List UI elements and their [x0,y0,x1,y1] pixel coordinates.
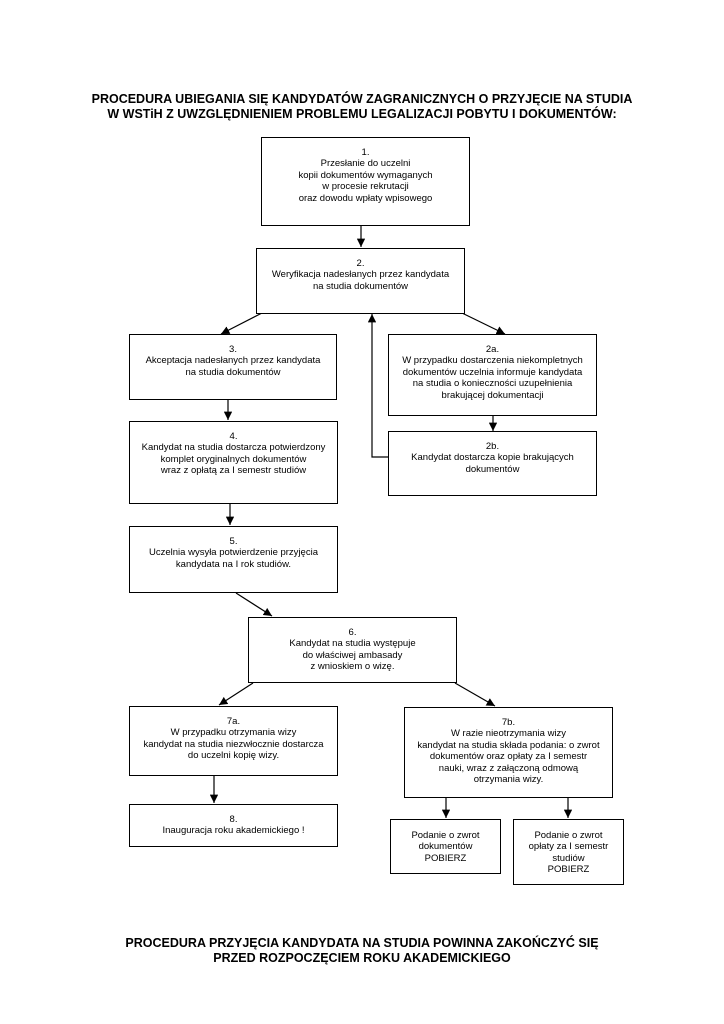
step-7b-number: 7b. [501,717,516,728]
step-5-box: 5. Uczelnia wysyła potwierdzenie przyjęc… [129,526,338,593]
refund-documents-request-link[interactable]: Podanie o zwrot dokumentów POBIERZ [411,830,480,864]
title-line-1: PROCEDURA UBIEGANIA SIĘ KANDYDATÓW ZAGRA… [91,92,633,106]
step-2-number: 2. [356,258,365,269]
step-3-text: Akceptacja nadesłanych przez kandydata n… [145,355,321,378]
arrow-6-to-7b [454,682,496,707]
arrow-5-to-6 [235,592,273,617]
step-8-text: Inauguracja roku akademickiego ! [162,825,305,837]
refund-documents-request-box[interactable]: Podanie o zwrot dokumentów POBIERZ [390,819,501,874]
footer-note: PROCEDURA PRZYJĘCIA KANDYDATA NA STUDIA … [40,936,684,966]
step-5-text: Uczelnia wysyła potwierdzenie przyjęcia … [149,547,318,570]
step-6-number: 6. [348,627,357,638]
step-1-box: 1. Przesłanie do uczelni kopii dokumentó… [261,137,470,226]
step-7a-text: W przypadku otrzymania wizy kandydat na … [143,727,324,762]
step-7b-box: 7b. W razie nieotrzymania wizy kandydat … [404,707,613,798]
arrow-2-to-3 [220,312,263,335]
step-2b-text: Kandydat dostarcza kopie brakujących dok… [411,452,574,475]
arrow-2-to-2a [461,312,506,335]
step-1-text: Przesłanie do uczelni kopii dokumentów w… [298,158,433,204]
step-2b-box: 2b. Kandydat dostarcza kopie brakujących… [388,431,597,496]
step-6-box: 6. Kandydat na studia występuje do właśc… [248,617,457,683]
step-1-number: 1. [361,147,370,158]
footer-line-1: PROCEDURA PRZYJĘCIA KANDYDATA NA STUDIA … [125,936,599,950]
step-5-number: 5. [229,536,238,547]
step-7a-number: 7a. [226,716,241,727]
step-6-text: Kandydat na studia występuje do właściwe… [289,638,416,673]
step-2a-number: 2a. [485,344,500,355]
step-2-text: Weryfikacja nadesłanych przez kandydata … [271,269,450,292]
refund-fee-request-box[interactable]: Podanie o zwrot opłaty za I semestr stud… [513,819,624,885]
title-line-2: W WSTiH Z UWZGLĘDNIENIEM PROBLEMU LEGALI… [107,107,617,121]
step-7b-text: W razie nieotrzymania wizy kandydat na s… [417,728,600,786]
refund-fee-request-link[interactable]: Podanie o zwrot opłaty za I semestr stud… [528,830,609,876]
step-8-number: 8. [229,814,238,825]
step-3-box: 3. Akceptacja nadesłanych przez kandydat… [129,334,337,400]
step-2b-number: 2b. [485,441,500,452]
step-3-number: 3. [229,344,237,355]
arrow-2b-back-to-2 [367,314,389,458]
step-7a-box: 7a. W przypadku otrzymania wizy kandydat… [129,706,338,776]
step-8-box: 8. Inauguracja roku akademickiego ! [129,804,338,847]
arrow-6-to-7a [218,682,254,706]
step-4-box: 4. Kandydat na studia dostarcza potwierd… [129,421,338,504]
step-4-number: 4. [229,431,238,442]
step-2-box: 2. Weryfikacja nadesłanych przez kandyda… [256,248,465,314]
step-4-text: Kandydat na studia dostarcza potwierdzon… [141,442,326,477]
footer-line-2: PRZED ROZPOCZĘCIEM ROKU AKADEMICKIEGO [213,951,511,965]
step-2a-box: 2a. W przypadku dostarczenia niekompletn… [388,334,597,416]
page-title: PROCEDURA UBIEGANIA SIĘ KANDYDATÓW ZAGRA… [40,92,684,122]
step-2a-text: W przypadku dostarczenia niekompletnych … [402,355,583,401]
